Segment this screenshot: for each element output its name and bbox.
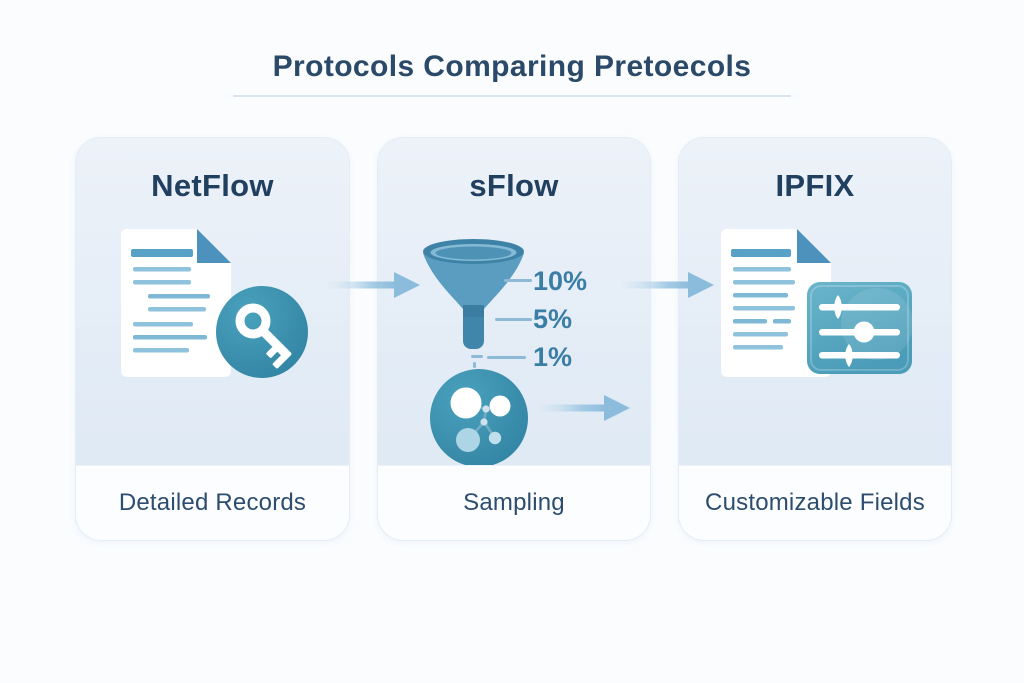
card-title: NetFlow [151,168,274,203]
document-icon [121,229,231,377]
rate-tick [487,356,526,359]
document-icon [721,229,831,377]
rate-tick [471,355,483,358]
arrow-right-icon [328,272,420,298]
card-title: IPFIX [775,168,855,203]
card-footer: Customizable Fields [679,465,951,540]
card-sflow: sFlow 10% 5% 1% [377,137,651,541]
arrow-right-icon [538,395,630,421]
card-ipfix: IPFIX Customizable F [678,137,952,541]
sampling-rate-label: 5% [533,304,573,334]
page-title: Protocols Comparing Pretoecols [272,50,752,83]
card-caption: Customizable Fields [705,489,925,516]
funnel-icon [423,239,524,349]
sampling-rate-label: 1% [533,342,573,372]
arrow-right-icon [622,272,714,298]
network-nodes-icon [430,369,528,467]
title-underline [233,95,791,97]
card-netflow: NetFlow Detailed Records [75,137,350,541]
card-footer: Detailed Records [76,465,349,540]
sliders-icon [807,282,912,374]
key-icon [216,286,308,378]
card-caption: Detailed Records [118,489,307,516]
card-caption: Sampling [463,489,565,516]
rate-tick [495,318,532,321]
sampling-rate-label: 10% [533,266,588,296]
rate-tick [504,279,532,282]
card-footer: Sampling [378,465,650,540]
card-title: sFlow [469,168,559,203]
dashed-connector [473,362,476,368]
